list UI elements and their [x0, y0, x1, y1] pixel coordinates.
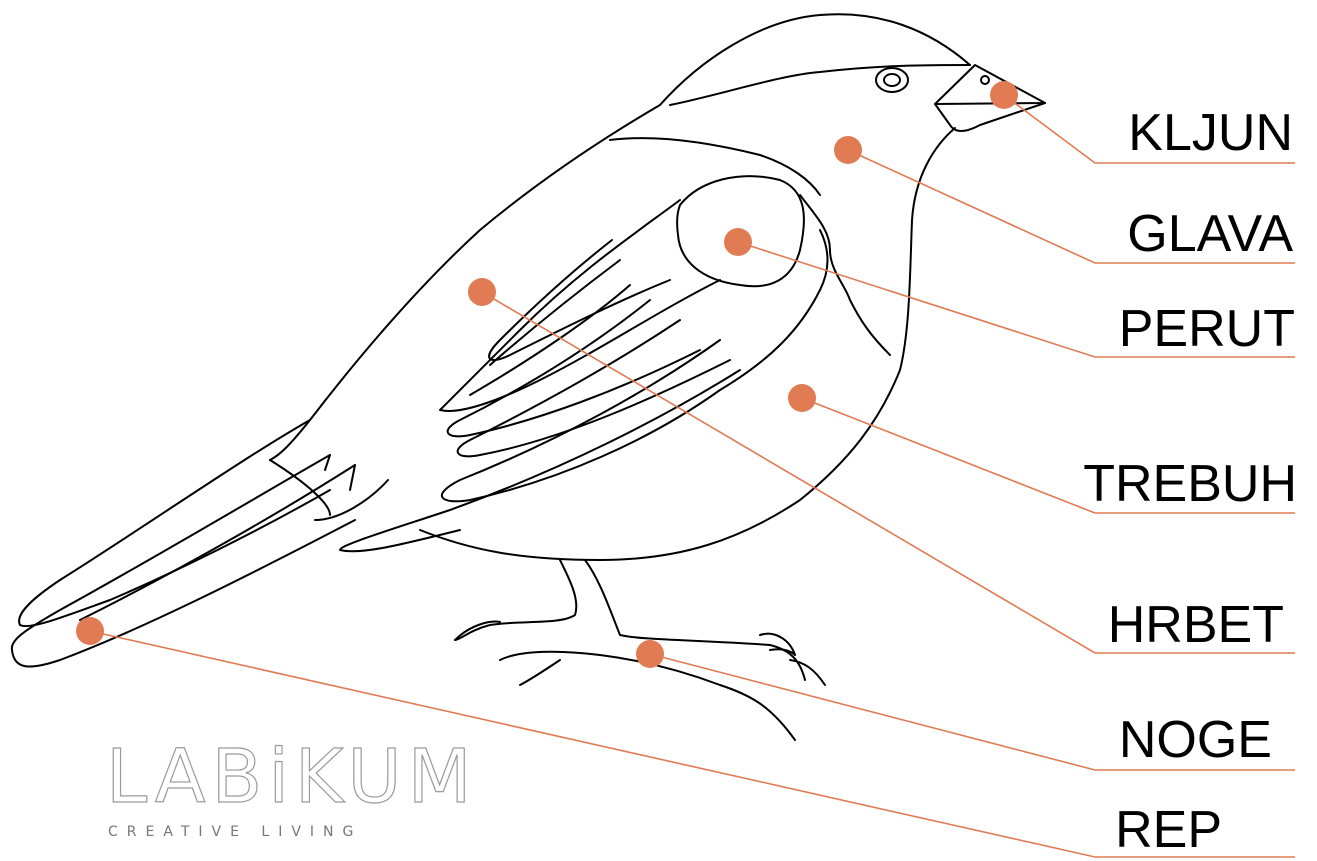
markers: [76, 81, 1018, 668]
marker-tail: [76, 617, 104, 645]
marker-legs: [636, 640, 664, 668]
label-legs: NOGE: [1119, 711, 1272, 769]
label-head: GLAVA: [1127, 205, 1293, 263]
marker-belly: [788, 384, 816, 412]
label-chest: PERUT: [1119, 300, 1295, 358]
labels: KLJUN GLAVA PERUT TREBUH HRBET NOGE REP: [1083, 104, 1297, 859]
label-belly: TREBUH: [1083, 455, 1297, 513]
label-tail: REP: [1115, 801, 1222, 859]
logo-tagline: CREATIVE LIVING: [108, 824, 362, 840]
marker-back: [468, 278, 496, 306]
marker-head: [834, 136, 862, 164]
marker-chest: [724, 228, 752, 256]
label-beak: KLJUN: [1128, 104, 1293, 162]
logo-name: LABiKUM: [106, 734, 477, 820]
brand-logo: LABiKUM CREATIVE LIVING: [106, 734, 477, 840]
bird-illustration: [12, 14, 1045, 740]
marker-beak: [990, 81, 1018, 109]
label-back: HRBET: [1108, 596, 1284, 654]
